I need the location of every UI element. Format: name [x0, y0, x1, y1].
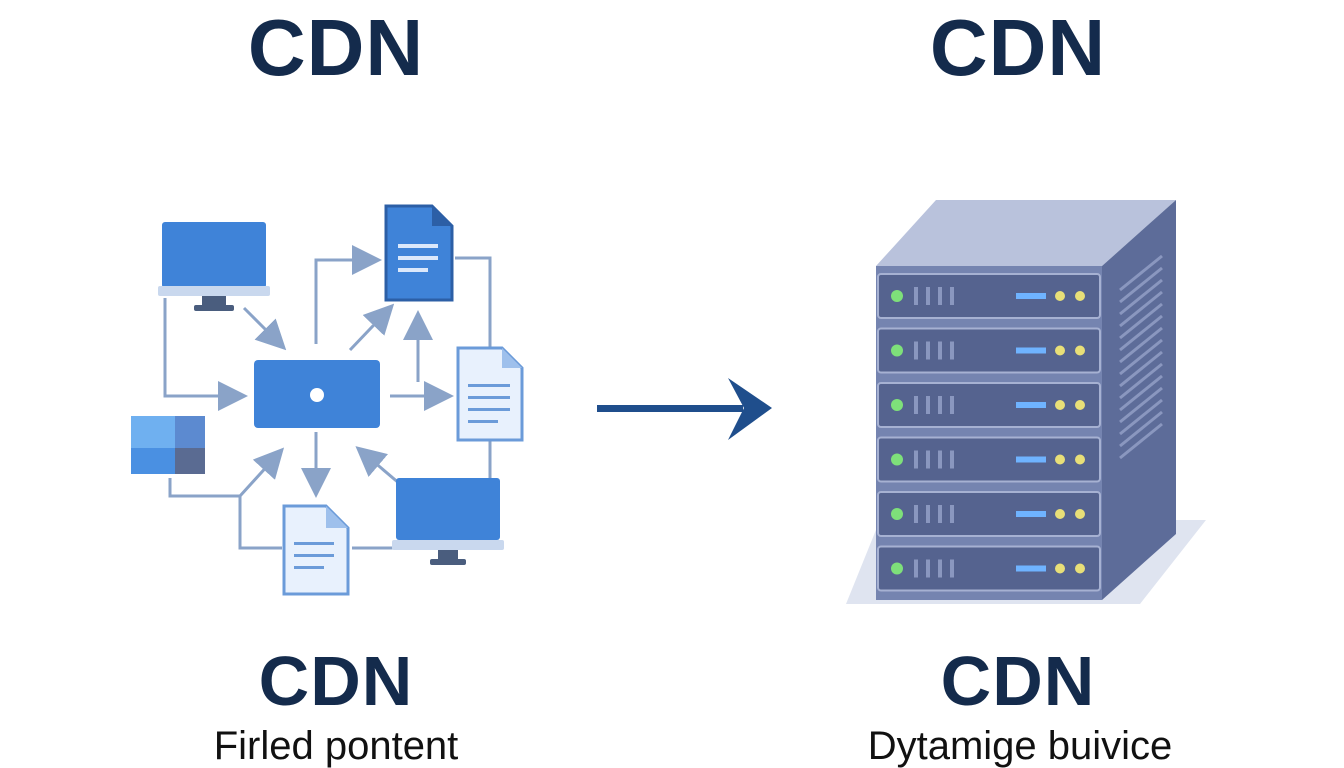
arrow-right-icon: [597, 378, 772, 440]
server-unit: [877, 327, 1101, 374]
right-label: CDN: [940, 642, 1096, 720]
monitor-icon: [158, 222, 270, 311]
left-title: CDN: [247, 3, 425, 92]
server-unit: [877, 273, 1101, 319]
document-icon: [384, 204, 454, 302]
document-icon: [456, 346, 524, 442]
right-title: CDN: [929, 3, 1107, 92]
server-unit: [877, 545, 1101, 592]
server-rack-icon: [846, 200, 1206, 604]
left-label: CDN: [258, 642, 414, 720]
diagram-canvas: [131, 200, 1206, 604]
document-icon: [282, 504, 350, 596]
left-caption: Firled pontent: [213, 724, 459, 768]
right-caption: Dytamige buivice: [867, 724, 1173, 768]
server-unit: [877, 491, 1101, 537]
hub-laptop-icon: [254, 360, 380, 428]
monitor-icon: [392, 478, 504, 565]
window-icon: [131, 416, 205, 474]
server-unit: [877, 382, 1101, 428]
server-unit: [877, 436, 1101, 483]
network-connectors: [163, 245, 492, 550]
